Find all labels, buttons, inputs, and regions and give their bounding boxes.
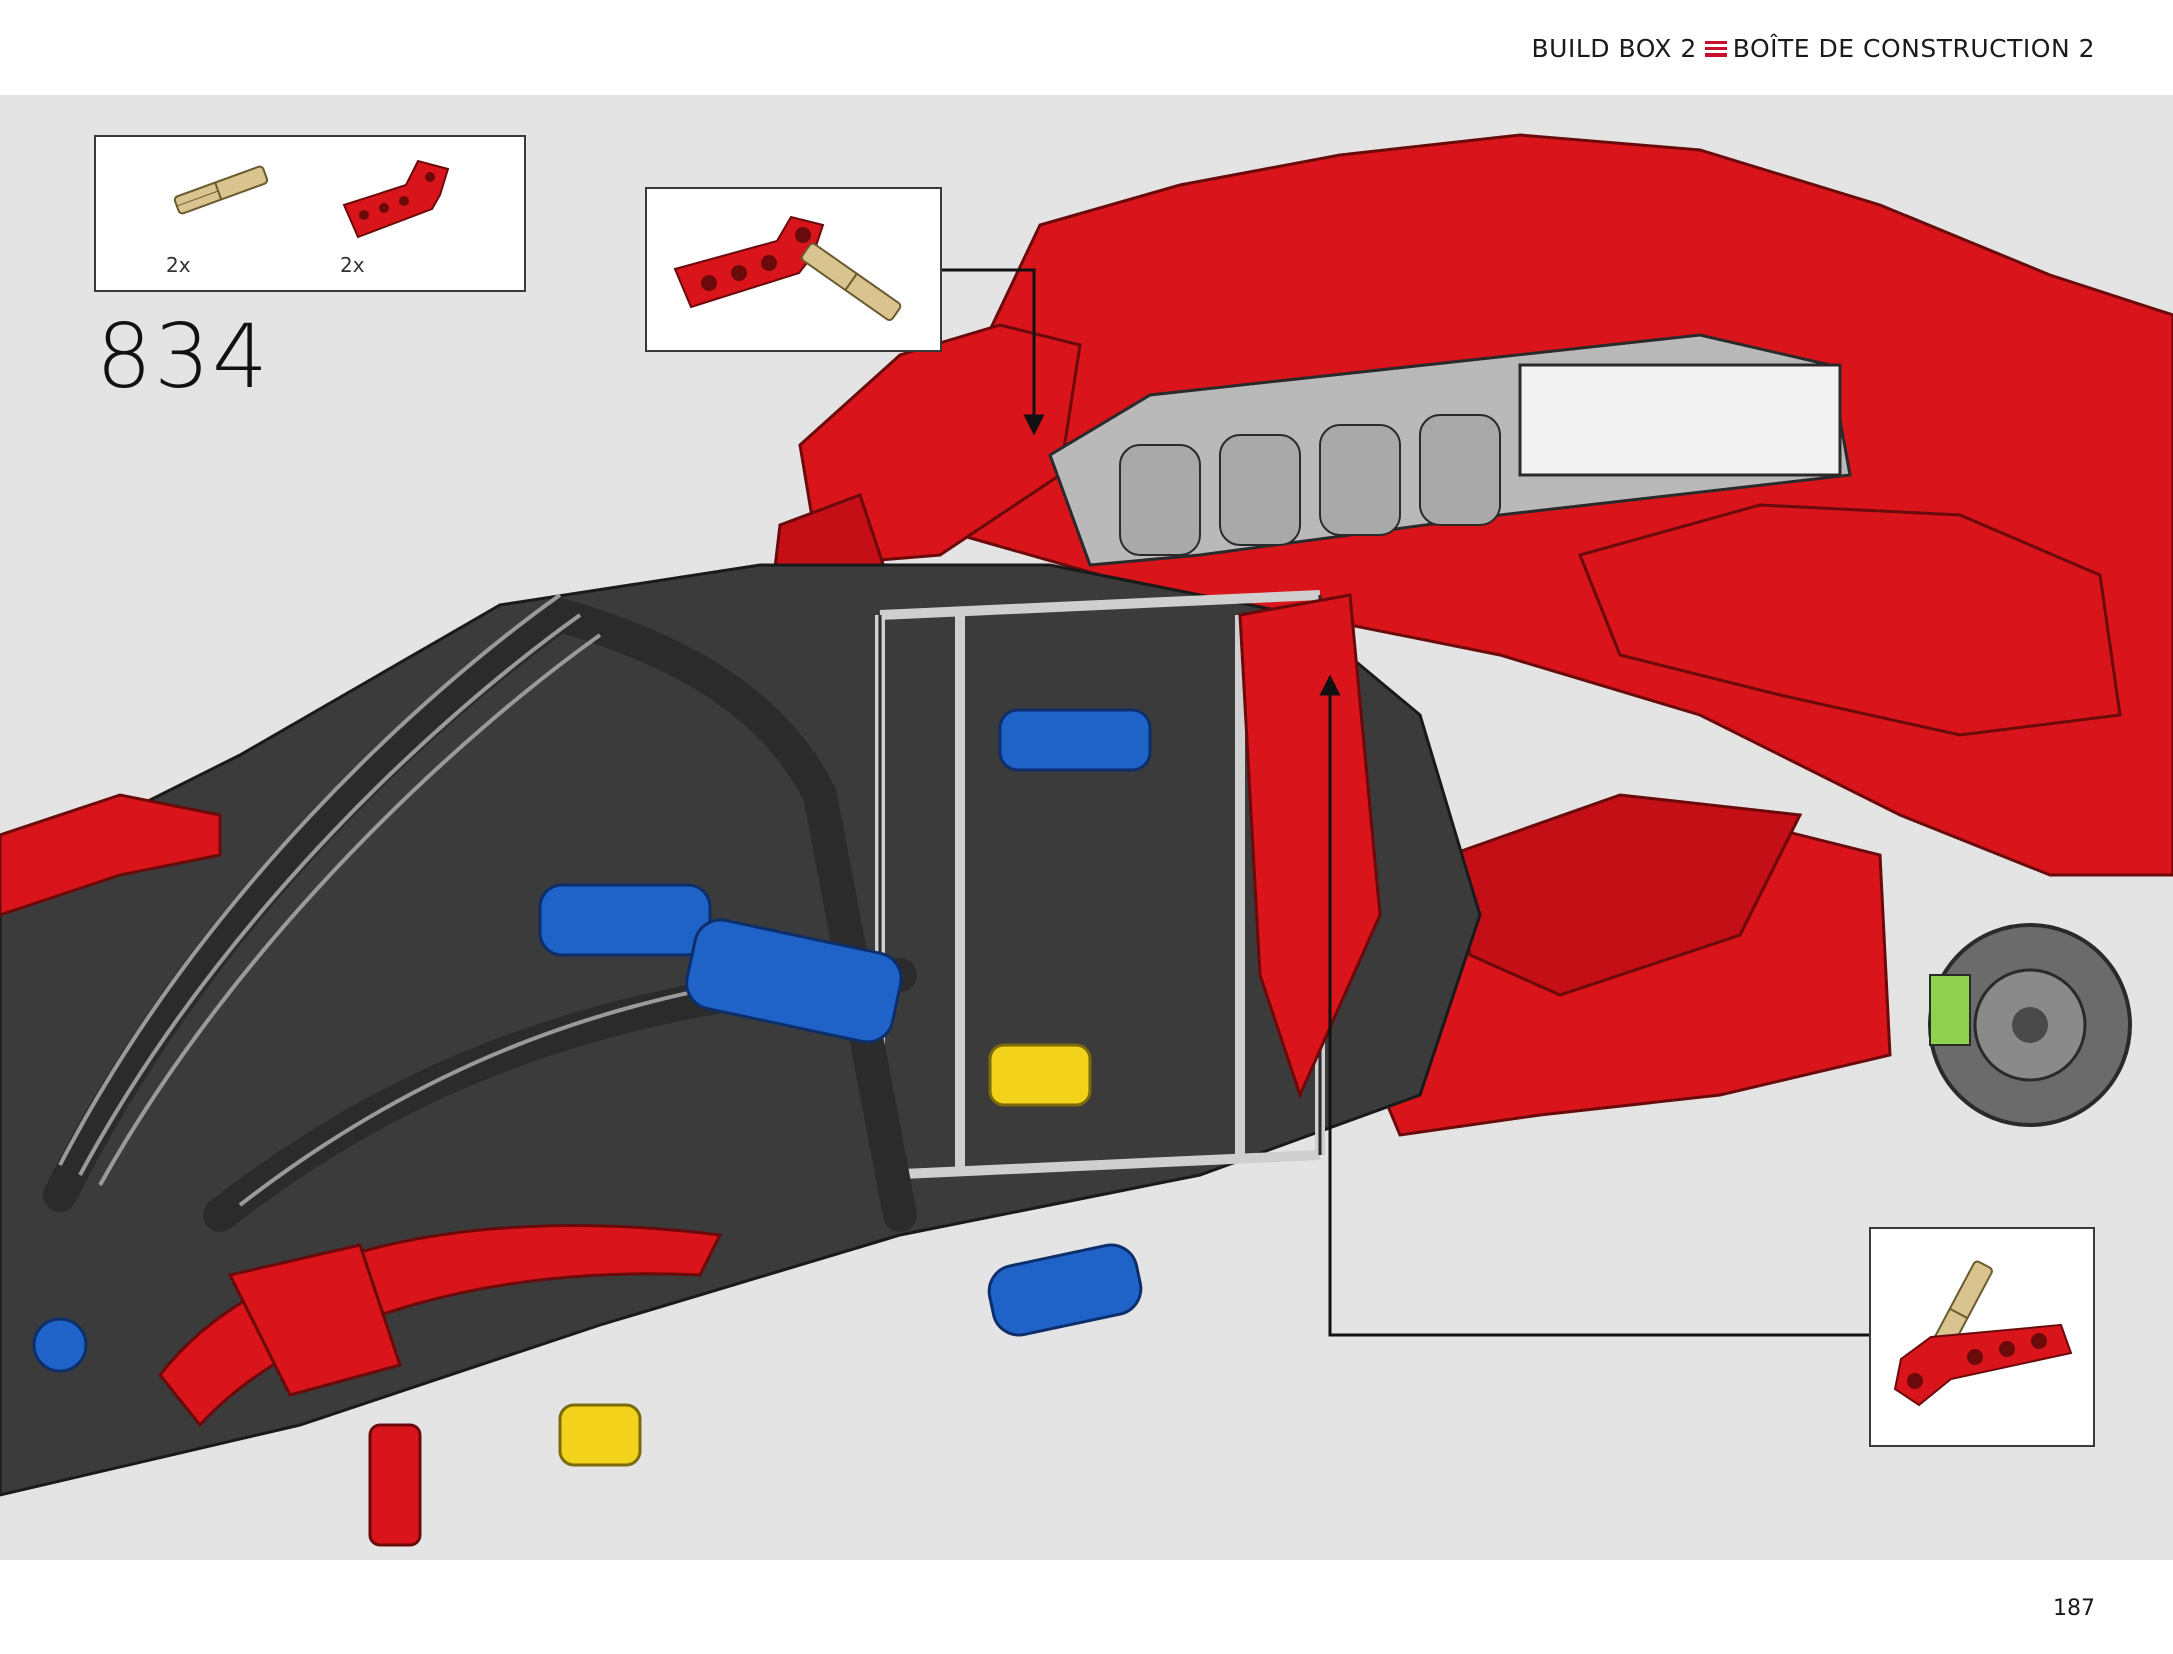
car-model-illustration bbox=[0, 133, 2173, 1547]
step-number: 834 bbox=[96, 305, 270, 408]
axle-pin-icon bbox=[173, 165, 269, 215]
parts-list: 2x 2x bbox=[94, 135, 526, 292]
beam-with-pin-icon bbox=[1893, 1260, 2073, 1407]
parts-quantity: 2x bbox=[166, 253, 191, 277]
angled-beam-icon bbox=[342, 159, 450, 239]
page-header: BUILD BOX 2 BOÎTE DE CONSTRUCTION 2 bbox=[0, 0, 2173, 95]
page-number: 187 bbox=[2053, 1596, 2095, 1621]
beam-with-pin-icon bbox=[673, 215, 902, 322]
parts-list-item: 2x bbox=[336, 155, 456, 277]
build-box-heading: BUILD BOX 2 BOÎTE DE CONSTRUCTION 2 bbox=[1532, 34, 2095, 63]
page-footer: 187 bbox=[0, 1560, 2173, 1654]
sub-assembly-callout-bottom bbox=[1869, 1227, 2095, 1447]
sub-assembly-callout-top bbox=[645, 187, 942, 352]
parts-quantity: 2x bbox=[340, 253, 365, 277]
triple-line-icon bbox=[1704, 40, 1727, 57]
build-box-label-fr: BOÎTE DE CONSTRUCTION 2 bbox=[1732, 34, 2095, 63]
build-box-label-en: BUILD BOX 2 bbox=[1531, 34, 1697, 63]
instruction-scene: 2x 2x 834 bbox=[0, 95, 2173, 1560]
parts-list-item: 2x bbox=[166, 155, 276, 277]
